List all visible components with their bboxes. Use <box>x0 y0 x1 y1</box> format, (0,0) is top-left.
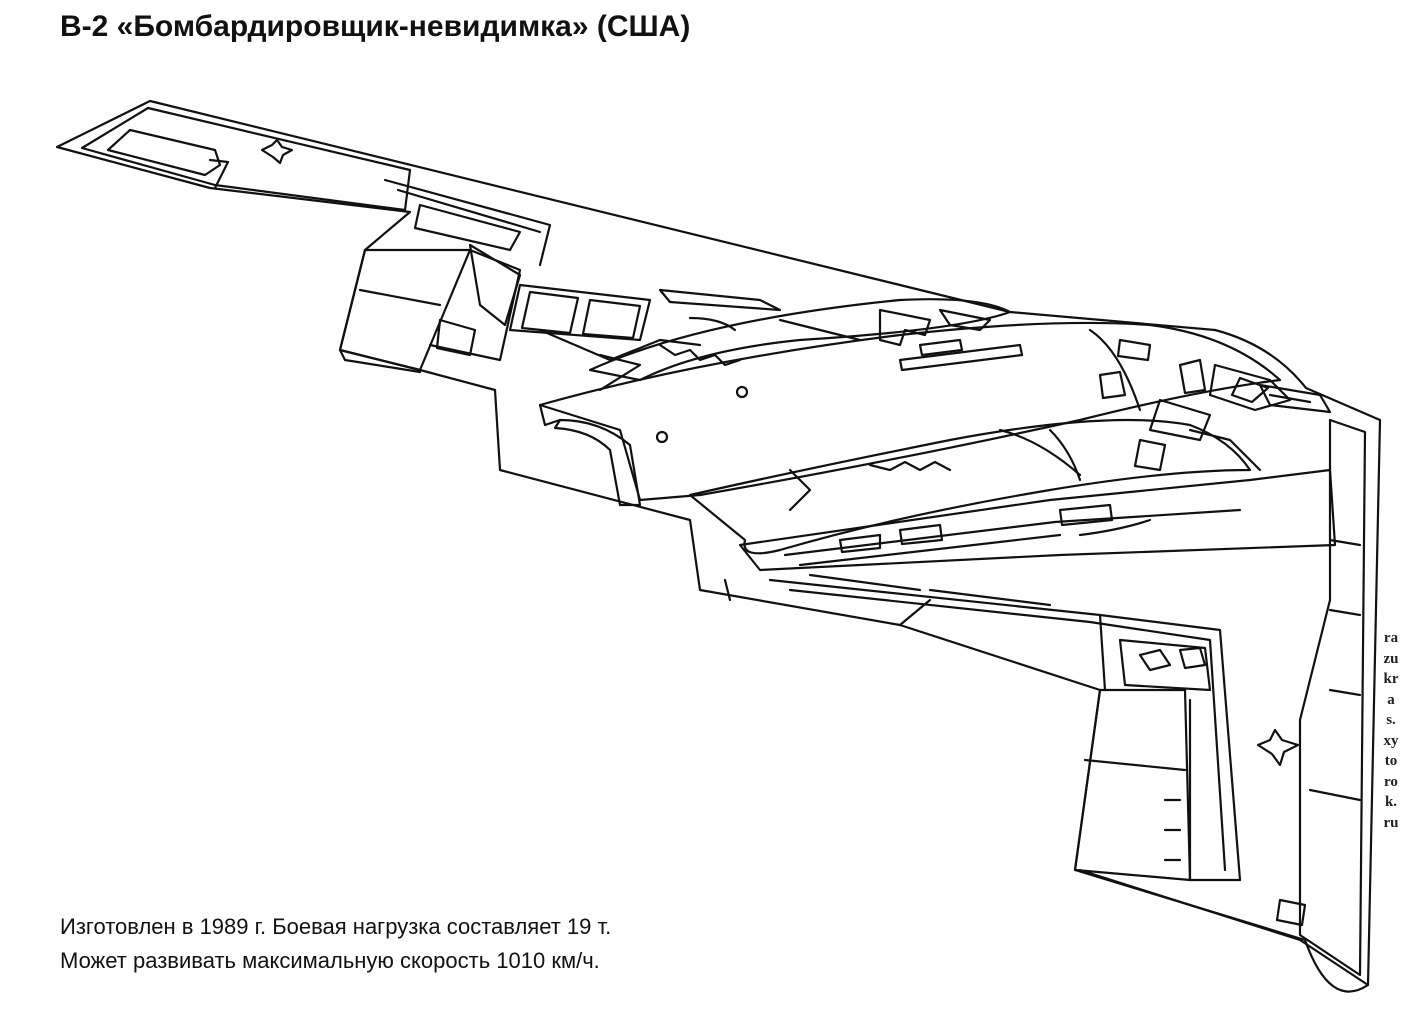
page-title: B-2 «Бомбардировщик-невидимка» (США) <box>60 10 691 43</box>
caption: Изготовлен в 1989 г. Боевая нагрузка сос… <box>60 910 611 978</box>
left-wingtip-panel <box>80 106 412 212</box>
left-star-insignia <box>260 138 294 165</box>
caption-line-2: Может развивать максимальную скорость 10… <box>60 948 600 973</box>
center-fuselage <box>538 321 1282 502</box>
right-elevons <box>1073 688 1192 882</box>
right-engine-nacelle <box>688 418 1252 555</box>
right-wingtip-panel <box>1298 418 1367 977</box>
left-engine-nacelle <box>588 298 1012 382</box>
right-star-insignia <box>1256 728 1300 767</box>
caption-line-1: Изготовлен в 1989 г. Боевая нагрузка сос… <box>60 914 612 939</box>
wing-outline <box>55 99 1382 993</box>
intake-port <box>655 430 669 444</box>
site-watermark: razukras.xytorok.ru <box>1383 630 1399 831</box>
left-elevons <box>338 248 472 372</box>
